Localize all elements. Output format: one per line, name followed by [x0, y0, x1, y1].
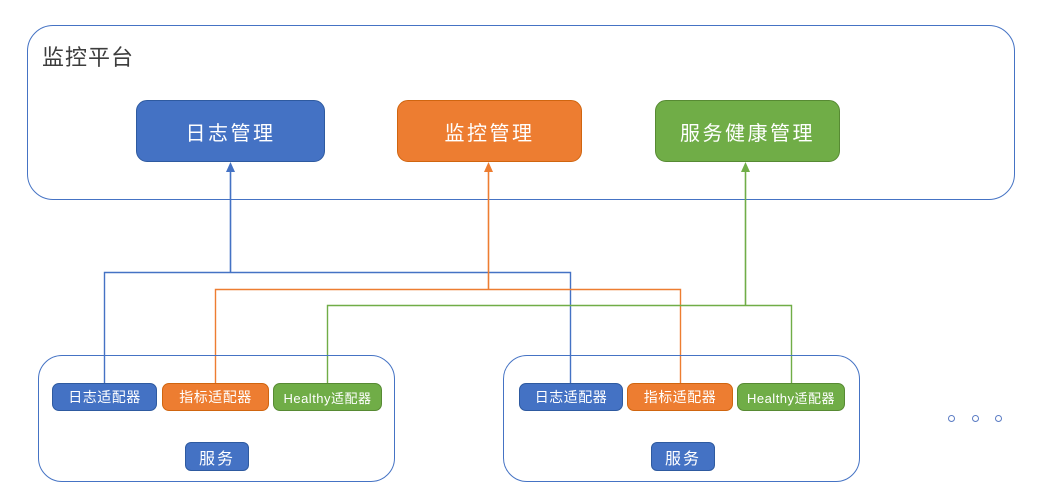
service1-healthy-adapter: Healthy适配器: [273, 383, 382, 411]
metrics-bus-line: [214, 288, 682, 383]
more-services-dot-icon: [995, 415, 1002, 422]
service-box-2: [503, 355, 860, 482]
service1-metrics-adapter: 指标适配器: [162, 383, 269, 411]
service2-healthy-adapter: Healthy适配器: [737, 383, 845, 411]
log-bus-line: [103, 271, 572, 383]
module-log-management: 日志管理: [136, 100, 325, 162]
service2-label: 服务: [651, 442, 715, 471]
service-box-1: [38, 355, 395, 482]
platform-container: [27, 25, 1015, 200]
module-monitor-management: 监控管理: [397, 100, 582, 162]
service2-metrics-adapter: 指标适配器: [627, 383, 733, 411]
health-arrowhead-icon: [741, 162, 750, 172]
more-services-dot-icon: [948, 415, 955, 422]
more-services-dot-icon: [972, 415, 979, 422]
health-bus-line: [326, 304, 793, 383]
module-service-health-management: 服务健康管理: [655, 100, 840, 162]
service1-log-adapter: 日志适配器: [52, 383, 157, 411]
log-arrowhead-icon: [226, 162, 235, 172]
service2-log-adapter: 日志适配器: [519, 383, 623, 411]
metrics-arrowhead-icon: [484, 162, 493, 172]
platform-title: 监控平台: [42, 45, 135, 70]
service1-label: 服务: [185, 442, 249, 471]
